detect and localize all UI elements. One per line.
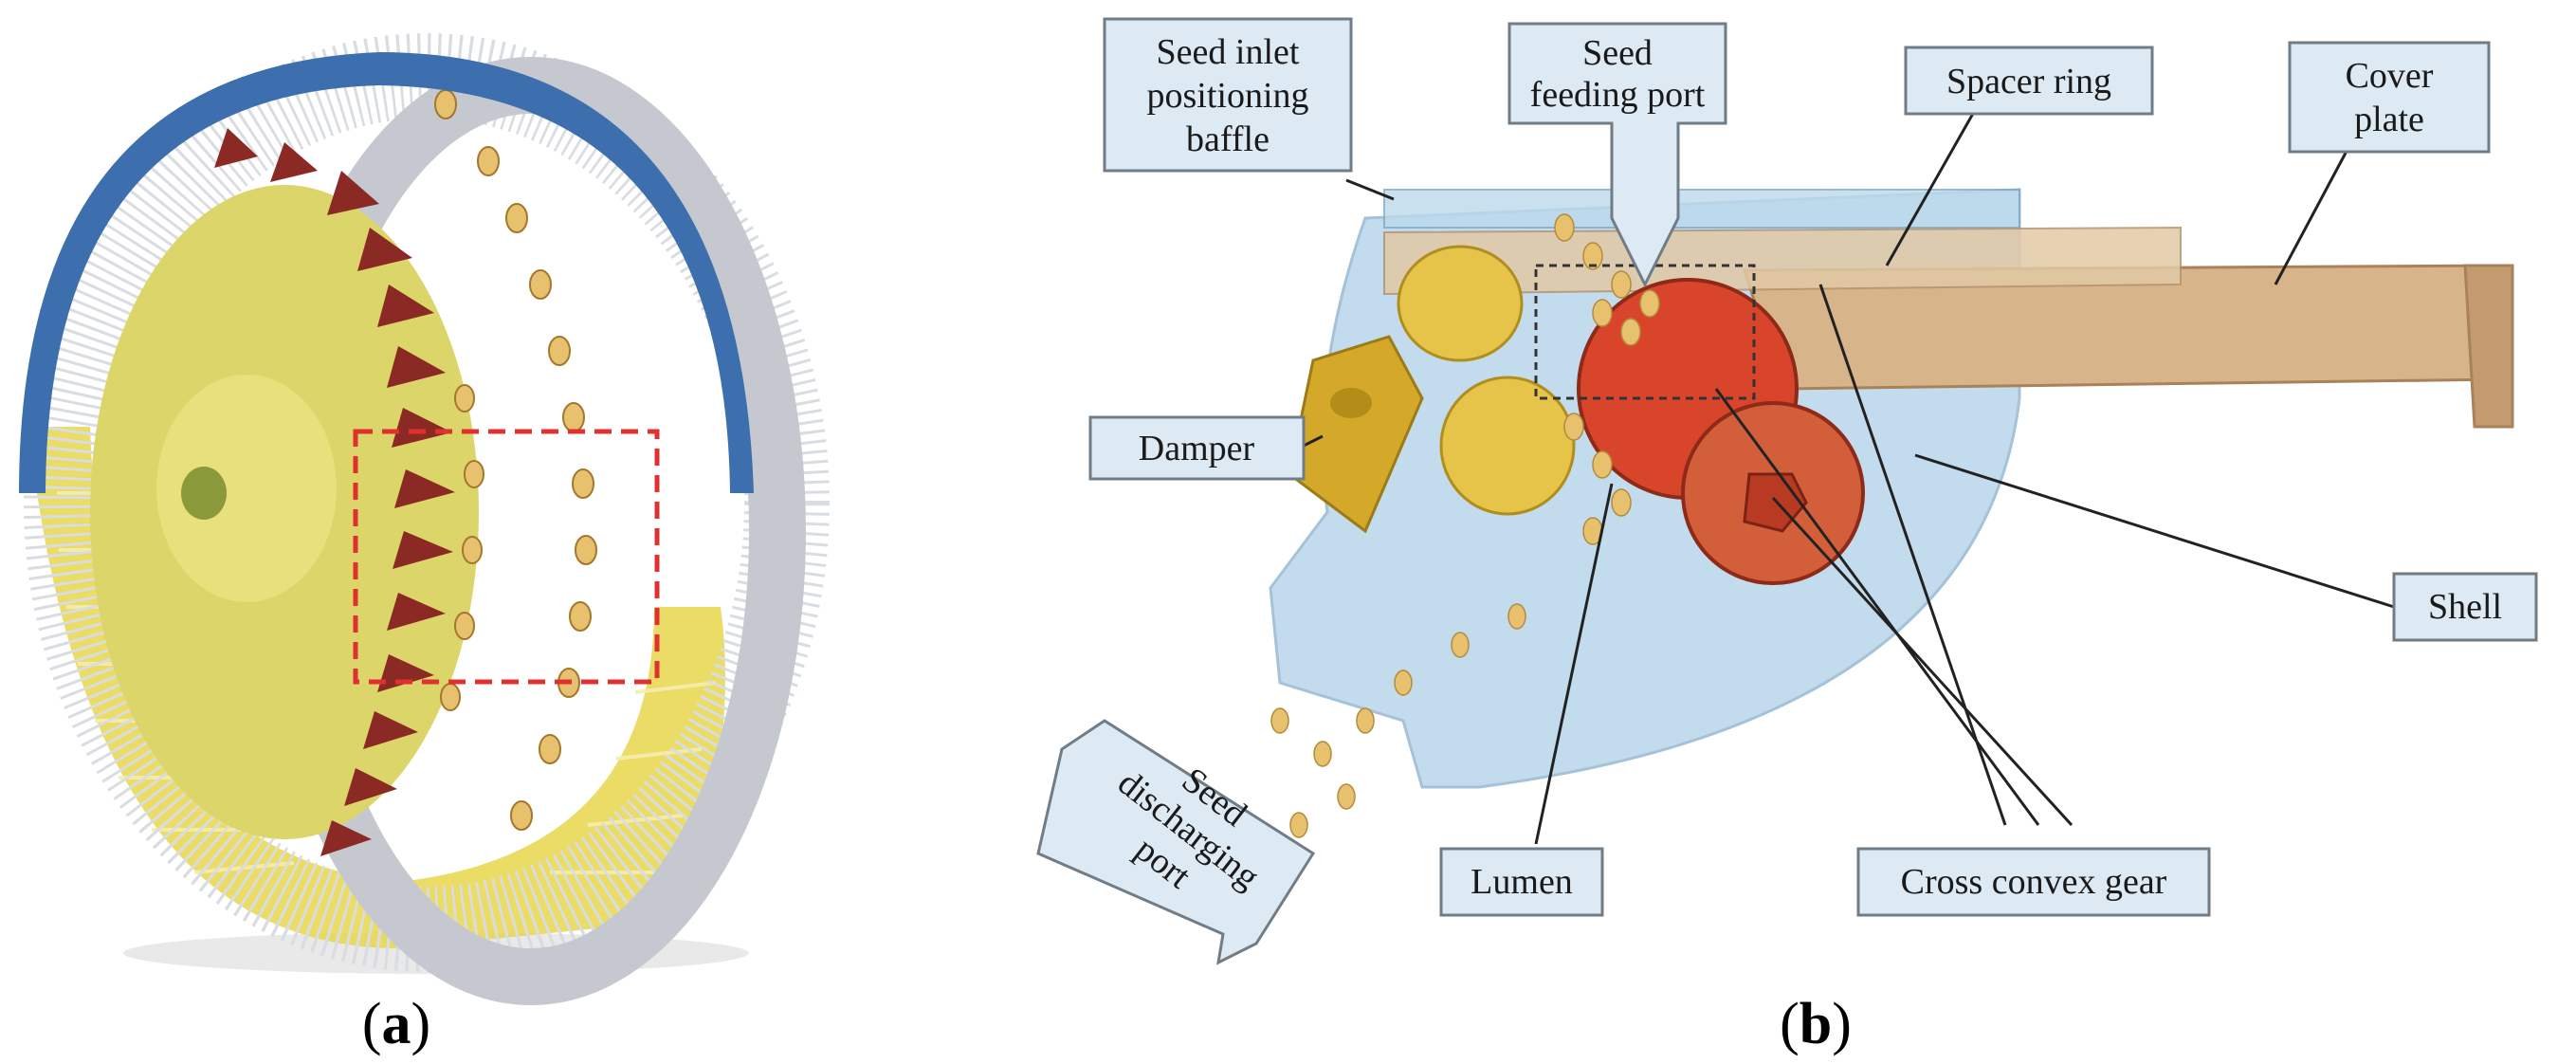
callout-seed-feeding-port: Seed feeding port	[1507, 22, 1727, 288]
callouts: Seed inlet positioning baffle Seed feedi…	[1036, 17, 2538, 965]
callout-seed-feeding-port-line1: Seed	[1582, 33, 1653, 73]
damper-screw	[1330, 388, 1372, 418]
hub-boss	[156, 375, 337, 602]
callout-lumen-line1: Lumen	[1471, 862, 1573, 902]
callout-spacer-ring: Spacer ring	[1904, 46, 2154, 116]
callout-seed-inlet-baffle-line1: Seed inlet	[1157, 32, 1300, 72]
lower-roller	[1439, 376, 1576, 516]
panel-a-illustration	[19, 33, 830, 1005]
callout-shell: Shell	[2392, 572, 2538, 642]
cover-plate-end	[2463, 264, 2514, 429]
callout-damper: Damper	[1088, 415, 1306, 481]
leader-cover-plate	[2274, 141, 2353, 285]
upper-roller	[1397, 245, 1524, 362]
callout-seed-discharging-port: Seed discharging port	[1036, 719, 1316, 965]
panel-label-a: (a)	[362, 992, 430, 1056]
yellow-rim	[28, 427, 725, 948]
callout-shell-line1: Shell	[2428, 587, 2502, 627]
callout-cover-plate-line2: plate	[2354, 100, 2424, 139]
axle-hole	[181, 467, 227, 520]
panel-b-illustration	[1269, 188, 2514, 838]
callout-seed-feeding-port-line2: feeding port	[1530, 75, 1706, 115]
leader-damper	[1303, 434, 1324, 448]
callout-seed-inlet-baffle: Seed inlet positioning baffle	[1103, 17, 1353, 173]
red-teeth	[214, 128, 455, 856]
leader-lines	[1303, 89, 2395, 845]
leader-gear-3	[1771, 496, 2074, 827]
leader-lumen	[1534, 483, 1614, 845]
wheel-seeds	[434, 89, 597, 831]
callout-spacer-ring-line1: Spacer ring	[1946, 62, 2111, 101]
leader-shell	[1914, 453, 2395, 609]
callout-cover-plate: Cover plate	[2288, 41, 2491, 154]
callout-seed-inlet-baffle-line2: positioning	[1146, 76, 1308, 116]
callout-lumen: Lumen	[1439, 847, 1604, 917]
spacer-ring-plate	[1383, 226, 2182, 296]
leader-gear-1	[1818, 284, 2007, 826]
shell-top	[1383, 189, 2020, 229]
callout-seed-inlet-baffle-line3: baffle	[1186, 119, 1270, 159]
callout-cross-convex-gear: Cross convex gear	[1856, 847, 2211, 917]
panel-label-b: (b)	[1780, 992, 1852, 1056]
callout-damper-line1: Damper	[1139, 429, 1255, 468]
leader-seed-inlet-baffle	[1345, 178, 1395, 201]
callout-cross-convex-gear-line1: Cross convex gear	[1901, 862, 2167, 902]
leader-spacer-ring	[1885, 89, 1988, 266]
callout-cover-plate-line1: Cover	[2346, 56, 2434, 96]
zoom-region-box	[353, 429, 660, 685]
leader-gear-2	[1714, 388, 2040, 826]
